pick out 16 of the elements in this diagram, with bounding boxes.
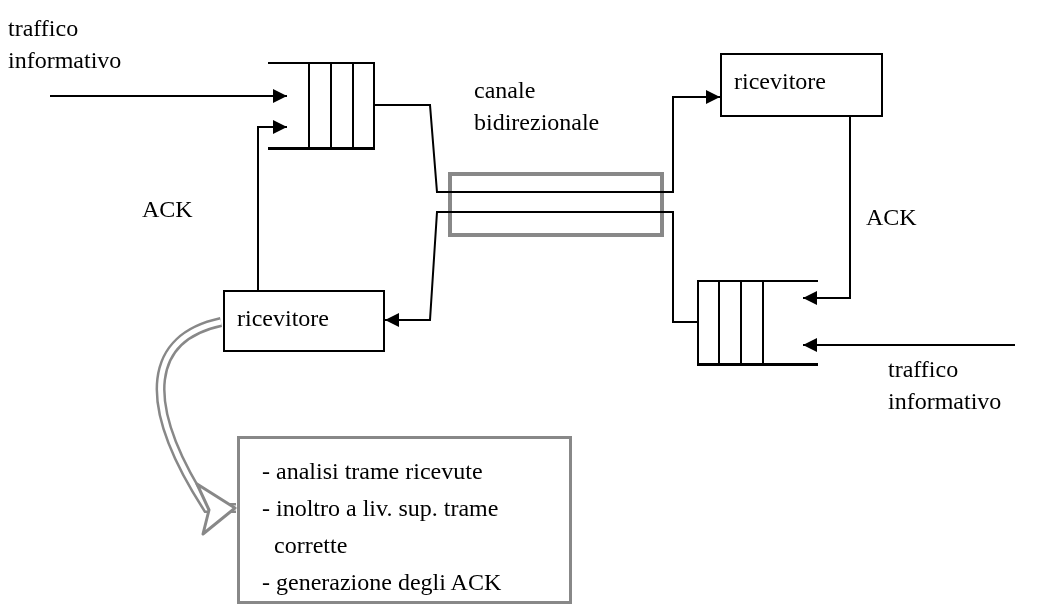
arrow <box>257 120 288 291</box>
traffic-label: traffico informativo <box>888 345 1046 422</box>
arrow <box>49 89 288 103</box>
arrow <box>384 211 449 327</box>
bullet-text: - inoltro a liv. sup. trame corrette <box>262 494 500 560</box>
receiver-box: ricevitore <box>223 290 385 352</box>
note-box <box>237 436 572 604</box>
arrow <box>802 116 851 305</box>
bullet-text: - generazione degli ACK <box>262 568 503 597</box>
hollow-arrow <box>155 317 237 536</box>
arrow <box>802 338 1016 352</box>
traffic-label: traffico informativo <box>8 12 183 96</box>
bullet-text: - analisi trame ricevute <box>262 457 484 486</box>
arrow <box>663 90 721 193</box>
channel-label: canale bidirezionale <box>474 76 601 137</box>
receiver-box: ricevitore <box>720 53 883 117</box>
